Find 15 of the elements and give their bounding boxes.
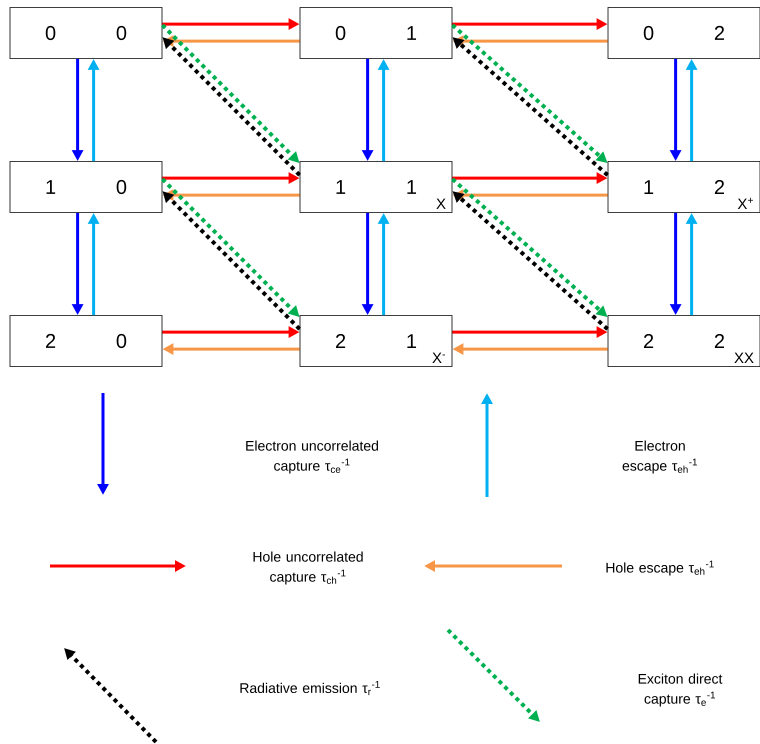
legend-text: Radiative emission τ$_{r}$-1 — [240, 680, 380, 696]
state-box: 0 1 — [300, 7, 452, 59]
state-box: 2 2 XX — [608, 315, 760, 367]
legend-text: Electron uncorrelated capture τ$_{ce}$-1 — [246, 440, 378, 474]
state-box: 2 1 X$^{-}$ — [300, 315, 452, 367]
state-box: 1 1 X — [300, 161, 452, 213]
state-box: 1 0 — [10, 161, 162, 213]
legend-text: Exciton direct capture τ$_{e}$-1 — [638, 673, 722, 707]
state-box: 1 2 X$^{+}$ — [608, 161, 760, 213]
state-box: 0 2 — [608, 7, 760, 59]
state-box: 0 0 — [10, 7, 162, 59]
legend-text: Electron escape τ$_{eh}$-1 — [622, 440, 697, 474]
legend-text: Hole escape τ$_{eh}$-1 — [606, 560, 714, 576]
legend-text: Hole uncorrelated capture τ$_{ch}$-1 — [254, 551, 363, 585]
state-box: 2 0 — [10, 315, 162, 367]
